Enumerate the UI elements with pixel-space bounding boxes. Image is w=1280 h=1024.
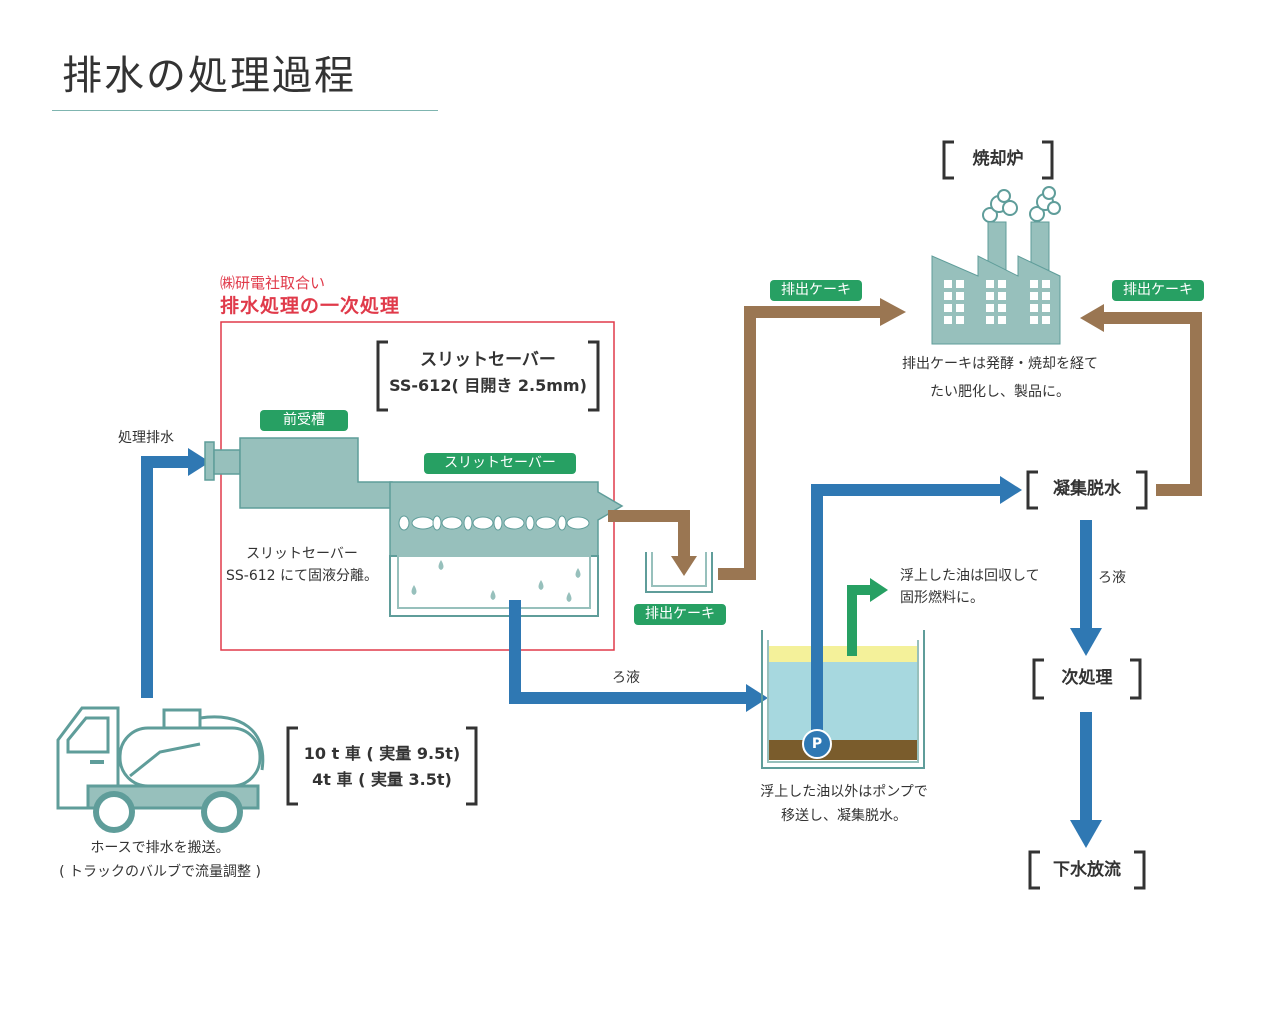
- intake-flow-arrow: [141, 448, 210, 698]
- pump-to-dewatering-arrow: [811, 476, 1022, 735]
- machine-model: SS-612( 目開き 2.5mm): [389, 376, 587, 395]
- truck-icon: [56, 706, 265, 833]
- pretank: [204, 437, 393, 509]
- slit-saver-label: スリットセーバー: [424, 453, 576, 474]
- oil-note-line2: 固形燃料に。: [900, 590, 984, 606]
- bracket-frames: [286, 140, 1148, 890]
- cake-to-incinerator-label: 排出ケーキ: [770, 280, 862, 301]
- cake-to-incinerator-arrow: [718, 298, 906, 580]
- pump-icon: [802, 729, 832, 759]
- discharge-label: 下水放流: [1053, 860, 1121, 880]
- intake-label: 処理排水: [118, 430, 174, 446]
- oil-recovery-arrow: [847, 578, 888, 656]
- incinerator-note-line2: たい肥化し、製品に。: [930, 384, 1070, 400]
- dewatering-label: 凝集脱水: [1053, 479, 1121, 499]
- tank-caption-line2: 移送し、凝集脱水。: [781, 808, 907, 824]
- incinerator-label: 焼却炉: [972, 149, 1024, 169]
- pretank-label: 前受槽: [260, 410, 348, 431]
- partner-heading: 排水処理の一次処理: [220, 295, 401, 317]
- next-treatment-label: 次処理: [1061, 668, 1113, 688]
- cake-from-dewatering-arrow: [1080, 304, 1202, 496]
- separation-tank: [761, 630, 925, 769]
- page-title: 排水の処理過程: [62, 53, 356, 99]
- next-to-discharge-arrow: [1070, 712, 1102, 848]
- cake-tray-label: 排出ケーキ: [634, 604, 726, 625]
- filtrate-to-next-arrow: [1070, 520, 1102, 656]
- partner-company: ㈱研電社取合い: [220, 274, 326, 292]
- filtrate-label-1: ろ液: [612, 670, 640, 686]
- cake-tray: [645, 552, 713, 593]
- truck-caption-line2: ( トラックのバルブで流量調整 ): [59, 864, 261, 880]
- incinerator-note-line1: 排出ケーキは発酵・焼却を経て: [902, 356, 1098, 372]
- filtrate-to-tank-arrow: [509, 600, 768, 712]
- truck-caption-line1: ホースで排水を搬送。: [90, 840, 230, 856]
- machine-name: スリットセーバー: [420, 350, 556, 370]
- truck-spec-line1: 10 t 車 ( 実量 9.5t): [303, 744, 461, 763]
- machine-desc-line1: スリットセーバー: [246, 546, 358, 562]
- cake-from-dewatering-label: 排出ケーキ: [1112, 280, 1204, 301]
- machine-desc-line2: SS-612 にて固液分離。: [226, 568, 378, 584]
- oil-note-line1: 浮上した油は回収して: [900, 568, 1040, 584]
- cake-to-tray-arrow: [608, 510, 697, 576]
- pump-label: P: [811, 736, 823, 752]
- slit-saver-machine: [389, 481, 624, 617]
- incinerator-factory-icon: [931, 186, 1061, 345]
- partner-scope-frame: [220, 321, 615, 651]
- filtrate-label-2: ろ液: [1098, 570, 1126, 586]
- truck-spec-line2: 4t 車 ( 実量 3.5t): [312, 770, 452, 789]
- title-divider: [52, 110, 438, 111]
- tank-caption-line1: 浮上した油以外はポンプで: [760, 784, 928, 800]
